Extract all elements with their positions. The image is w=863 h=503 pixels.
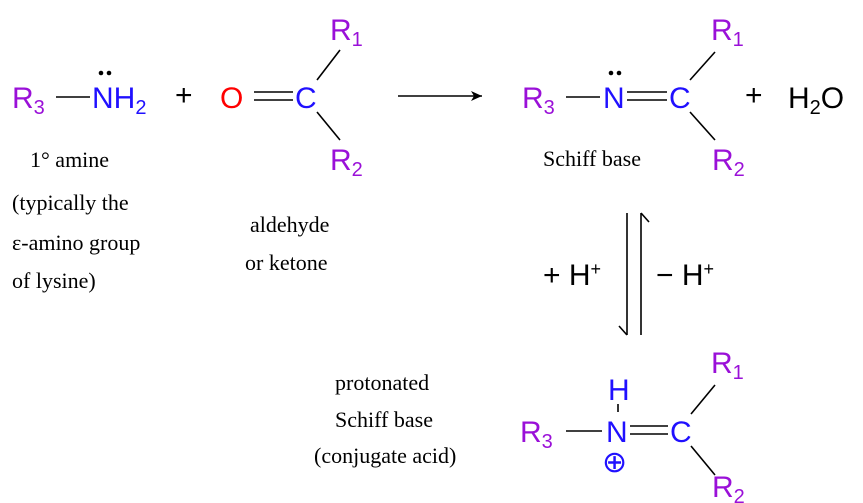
carbonyl-label-line-1: aldehyde (250, 212, 329, 237)
r-subscript: 2 (352, 159, 363, 181)
protonated-r2: R2 (712, 471, 745, 503)
lone-pair-dot (608, 70, 614, 76)
amine-label-line-3: ε-amino group (12, 230, 140, 255)
equilibrium-arrow-down-barb (618, 325, 628, 336)
lone-pair-dot (616, 70, 622, 76)
water-molecule: H2O (788, 82, 844, 119)
carbonyl-oxygen: O (220, 82, 243, 115)
r-letter: R (520, 416, 542, 449)
protonated-carbon: C (670, 416, 692, 449)
equilibrium-arrows (618, 212, 650, 336)
protonated-nitrogen: N (606, 416, 628, 449)
equilibrium-arrow-up-barb (640, 212, 650, 223)
carbonyl-r1: R1 (330, 14, 363, 51)
amine-r3: R3 (12, 82, 45, 119)
schiff-base-label: Schiff base (543, 146, 641, 171)
carbonyl-r2: R2 (330, 144, 363, 181)
amine-label-line-4: of lysine) (12, 268, 96, 293)
r-subscript: 1 (352, 29, 363, 51)
nitrogen: N (92, 82, 114, 115)
r-subscript: 1 (733, 29, 744, 51)
protonated-label-line-3: (conjugate acid) (314, 443, 456, 468)
hydrogen: H (114, 82, 136, 115)
amine-label-line-1: 1° amine (30, 147, 109, 172)
charge-superscript: + (704, 259, 715, 279)
r-letter: R (522, 82, 544, 115)
r-subscript: 2 (734, 486, 745, 503)
r-letter: R (712, 144, 734, 177)
amine-nh2: NH2 (92, 82, 146, 119)
schiff-r3: R3 (522, 82, 555, 119)
c-r2-bond (316, 111, 341, 141)
carbonyl-molecule: O C R1 R2 (220, 14, 363, 181)
add-proton-text: + H (543, 259, 591, 292)
r-letter: R (711, 14, 733, 47)
h-subscript: 2 (135, 97, 146, 119)
r-subscript: 3 (34, 97, 45, 119)
oxygen: O (821, 82, 844, 115)
schiff-r2: R2 (712, 144, 745, 181)
protonated-label-line-2: Schiff base (335, 407, 433, 432)
r-letter: R (12, 82, 34, 115)
schiff-r1: R1 (711, 14, 744, 51)
c-r2-bond (689, 111, 716, 141)
amine-molecule: R3 NH2 (12, 70, 146, 119)
r-letter: R (712, 471, 734, 503)
c-r2-bond (690, 445, 716, 476)
plus-sign: + (175, 79, 193, 112)
reaction-arrow (398, 91, 482, 101)
protonated-r3: R3 (520, 416, 553, 453)
c-r1-bond (316, 49, 341, 81)
r-subscript: 2 (734, 159, 745, 181)
remove-proton-text: − H (656, 259, 704, 292)
r-subscript: 3 (544, 97, 555, 119)
carbonyl-label-line-2: or ketone (245, 250, 327, 275)
add-proton-label: + H+ (543, 259, 601, 292)
c-r1-bond (690, 384, 716, 415)
remove-proton-label: − H+ (656, 259, 714, 292)
r-letter: R (330, 14, 352, 47)
protonated-schiff-base-molecule: H R3 N ⊕ C R1 R2 (520, 347, 745, 503)
positive-charge-icon: ⊕ (602, 446, 627, 479)
charge-superscript: + (591, 259, 602, 279)
lone-pair-dot (106, 70, 112, 76)
protonated-label-line-1: protonated (335, 370, 429, 395)
protonated-hydrogen: H (608, 374, 630, 407)
amine-label-line-2: (typically the (12, 190, 129, 215)
schiff-base-molecule: R3 N C R1 R2 (522, 14, 745, 181)
r-letter: R (330, 144, 352, 177)
plus-sign: + (745, 79, 763, 112)
hydrogen: H (788, 82, 810, 115)
protonated-r1: R1 (711, 347, 744, 384)
r-letter: R (711, 347, 733, 380)
arrow-head (471, 91, 482, 101)
lone-pair-dot (98, 70, 104, 76)
c-r1-bond (689, 51, 716, 81)
schiff-nitrogen: N (603, 82, 625, 115)
h-subscript: 2 (810, 97, 821, 119)
r-subscript: 1 (733, 362, 744, 384)
r-subscript: 3 (542, 431, 553, 453)
carbonyl-carbon: C (295, 82, 317, 115)
schiff-carbon: C (669, 82, 691, 115)
